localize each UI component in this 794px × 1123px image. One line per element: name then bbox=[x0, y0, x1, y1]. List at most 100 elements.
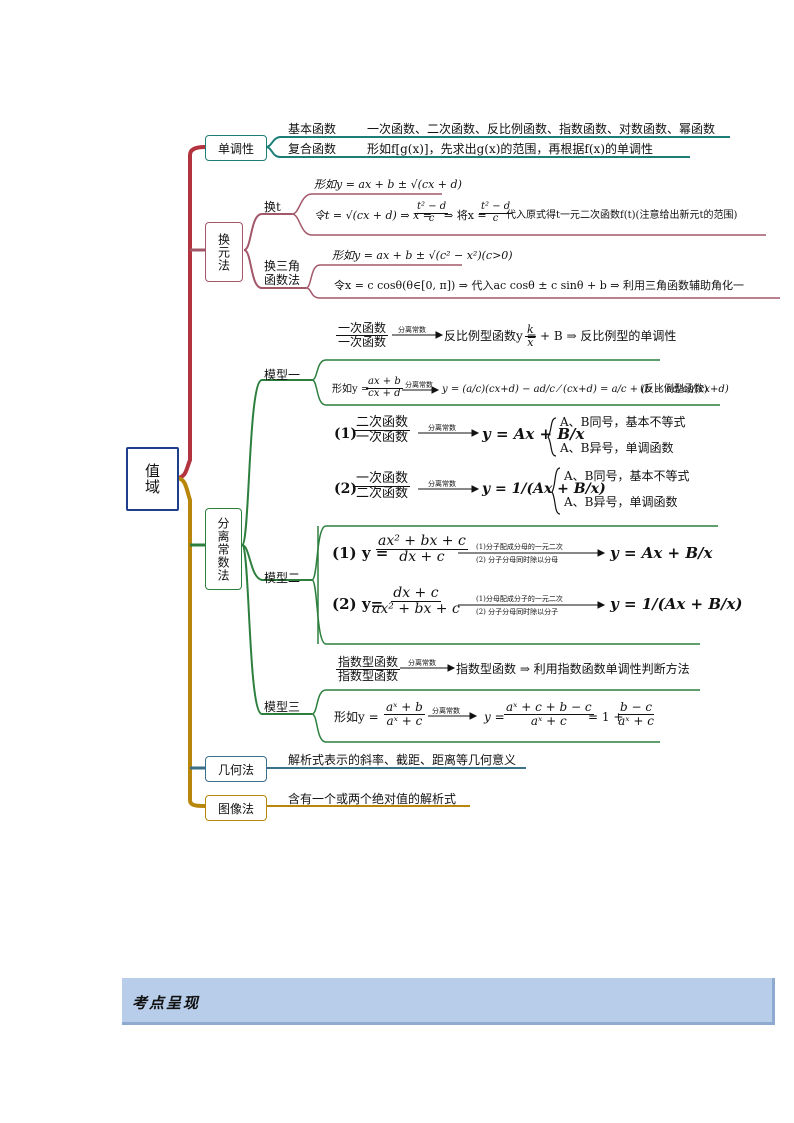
m1-form-eq: y = (a/c)(cx+d) − ad/c ⁄ (cx+d) = a/c + … bbox=[442, 384, 729, 395]
m2-e2-result: y = 1/(Ax + B/x) bbox=[610, 595, 743, 613]
m2-e1-arrow-1: (1)分子配成分母的一元二次 bbox=[476, 543, 563, 551]
m3-form-r1-num: aˣ + c + b − c bbox=[504, 700, 594, 715]
m3-top-tail: 指数型函数 ⇒ 利用指数函数单调性判断方法 bbox=[456, 662, 690, 676]
m1-e2-num: 一次函数 bbox=[354, 471, 411, 487]
m2-e1-num: ax² + bx + c bbox=[376, 533, 468, 550]
m1-e1-num: 二次函数 bbox=[354, 415, 411, 431]
m1-e2-frac: 一次函数二次函数 bbox=[354, 471, 411, 501]
substitution-trig-step: 令x = c cosθ(θ∈[0, π]) ⇒ 代入ac cosθ ± c si… bbox=[334, 279, 744, 292]
m3-form-den: aˣ + c bbox=[386, 713, 423, 728]
section-banner-title: 考点呈现 bbox=[132, 994, 201, 1012]
basic-function-desc: 一次函数、二次函数、反比例函数、指数函数、对数函数、幂函数 bbox=[367, 122, 716, 136]
m3-form-r2-num: b − c bbox=[618, 700, 655, 715]
m3-form-num: aˣ + b bbox=[384, 700, 425, 715]
m1-e1-arrow-label: 分离常数 bbox=[428, 424, 456, 432]
m1-form-num: ax + b bbox=[366, 376, 403, 389]
substitution-t-frac2-num: t² − d bbox=[479, 201, 513, 214]
node-separate-constant-label: 分离常数法 bbox=[216, 516, 230, 582]
m3-form-arrow-label: 分离常数 bbox=[432, 707, 460, 715]
m1-form-lead: 形如y = bbox=[332, 384, 370, 395]
node-geometric-label: 几何法 bbox=[217, 762, 254, 777]
m1-e2-case-1: A、B同号，基本不等式 bbox=[564, 469, 690, 483]
node-monotonicity-label: 单调性 bbox=[217, 141, 254, 156]
node-monotonicity[interactable]: 单调性 bbox=[205, 135, 267, 161]
m2-e2-arrow-2: (2) 分子分母同时除以分子 bbox=[476, 608, 559, 616]
m3-form-r2-den: aˣ + c bbox=[618, 713, 654, 728]
m2-e1-den: dx + c bbox=[399, 548, 445, 565]
m1-e1-result: y = Ax + B/x bbox=[482, 425, 585, 443]
m1-e2-case-2: A、B异号，单调函数 bbox=[564, 495, 678, 509]
m1-top-mid: 反比例型函数y = bbox=[444, 329, 537, 343]
substitution-t-frac2-den: c bbox=[492, 212, 499, 224]
substitution-trig-label-2: 函数法 bbox=[264, 273, 301, 287]
model-two-label: 模型二 bbox=[264, 571, 301, 585]
m1-e2-result: y = 1/(Ax + B/x) bbox=[482, 481, 606, 497]
m3-form-y: y = bbox=[484, 710, 505, 724]
m1-e2-index: (2) bbox=[334, 481, 357, 497]
m2-e2-lead: (2) y= bbox=[332, 595, 384, 613]
m1-top-den: 一次函数 bbox=[338, 334, 387, 349]
m2-e1-lead: (1) y = bbox=[332, 544, 389, 562]
node-geometric[interactable]: 几何法 bbox=[205, 756, 267, 782]
substitution-t-form: 形如y = ax + b ± √(cx + d) bbox=[314, 178, 462, 191]
m1-e1-case-2: A、B异号，单调函数 bbox=[560, 441, 674, 455]
m1-top-k: k bbox=[525, 323, 536, 337]
m2-e2-num: dx + c bbox=[391, 585, 441, 602]
m1-form-den: cx + d bbox=[368, 387, 401, 399]
composite-function-label: 复合函数 bbox=[288, 142, 337, 156]
substitution-t-step-b: ⇒ 将x = bbox=[444, 209, 487, 222]
composite-function-desc: 形如f[g(x)]，先求出g(x)的范围，再根据f(x)的单调性 bbox=[367, 142, 654, 156]
substitution-t-frac-den: c bbox=[428, 212, 435, 224]
m3-form-lead: 形如y = bbox=[334, 710, 379, 724]
node-graphical[interactable]: 图像法 bbox=[205, 795, 267, 821]
model-three-label: 模型三 bbox=[264, 700, 301, 714]
substitution-t-frac-num: t² − d bbox=[415, 201, 449, 214]
m1-e1-case-1: A、B同号，基本不等式 bbox=[560, 415, 686, 429]
m1-form-tail: (反比例型函数) bbox=[640, 384, 708, 395]
m1-top-tail: + B ⇒ 反比例型的单调性 bbox=[540, 329, 677, 343]
m1-e2-arrow-label: 分离常数 bbox=[428, 480, 456, 488]
m3-top-den: 指数型函数 bbox=[338, 668, 399, 683]
m3-top-arrow-label: 分离常数 bbox=[408, 659, 436, 667]
m3-top-num: 指数型函数 bbox=[336, 655, 401, 670]
root-node[interactable]: 值域 bbox=[126, 447, 179, 511]
m1-e2-den: 二次函数 bbox=[356, 485, 409, 501]
m1-top-frac: 一次函数一次函数 bbox=[336, 321, 389, 349]
substitution-t-step-c: 代入原式得t一元二次函数f(t)(注意给出新元t的范围) bbox=[506, 210, 738, 221]
substitution-t-step-a: 令t = √(cx + d) ⇒ x = bbox=[314, 209, 432, 222]
m3-form-plus: = 1 + bbox=[588, 710, 624, 724]
m2-e2-den: ax² + bx + c bbox=[372, 600, 460, 617]
m1-top-x: x bbox=[527, 335, 534, 349]
section-banner: 考点呈现 bbox=[122, 978, 775, 1025]
substitution-trig-label-1: 换三角 bbox=[264, 259, 301, 273]
m1-top-num: 一次函数 bbox=[336, 321, 389, 336]
node-substitution-label: 换元法 bbox=[216, 232, 231, 272]
root-label: 值域 bbox=[143, 463, 161, 495]
m2-e1-arrow-2: (2) 分子分母同时除以分母 bbox=[476, 556, 559, 564]
substitution-t-label: 换t bbox=[264, 200, 281, 214]
m1-top-arrow-label: 分离常数 bbox=[398, 326, 426, 334]
graphical-desc: 含有一个或两个绝对值的解析式 bbox=[288, 792, 457, 806]
m1-e1-frac: 二次函数一次函数 bbox=[354, 415, 411, 445]
node-substitution[interactable]: 换元法 bbox=[205, 222, 243, 282]
basic-function-label: 基本函数 bbox=[288, 122, 337, 136]
m1-e1-den: 一次函数 bbox=[356, 429, 409, 445]
m2-e2-arrow-1: (1)分母配成分子的一元二次 bbox=[476, 595, 563, 603]
m1-form-arrow-label: 分离常数 bbox=[405, 381, 433, 389]
node-separate-constant[interactable]: 分离常数法 bbox=[205, 508, 242, 590]
substitution-trig-form: 形如y = ax + b ± √(c² − x²)(c>0) bbox=[332, 249, 513, 262]
m3-form-r1-den: aˣ + c bbox=[530, 713, 567, 728]
m3-top-frac: 指数型函数指数型函数 bbox=[336, 655, 401, 683]
m1-e1-index: (1) bbox=[334, 426, 357, 442]
m2-e1-result: y = Ax + B/x bbox=[610, 544, 713, 562]
